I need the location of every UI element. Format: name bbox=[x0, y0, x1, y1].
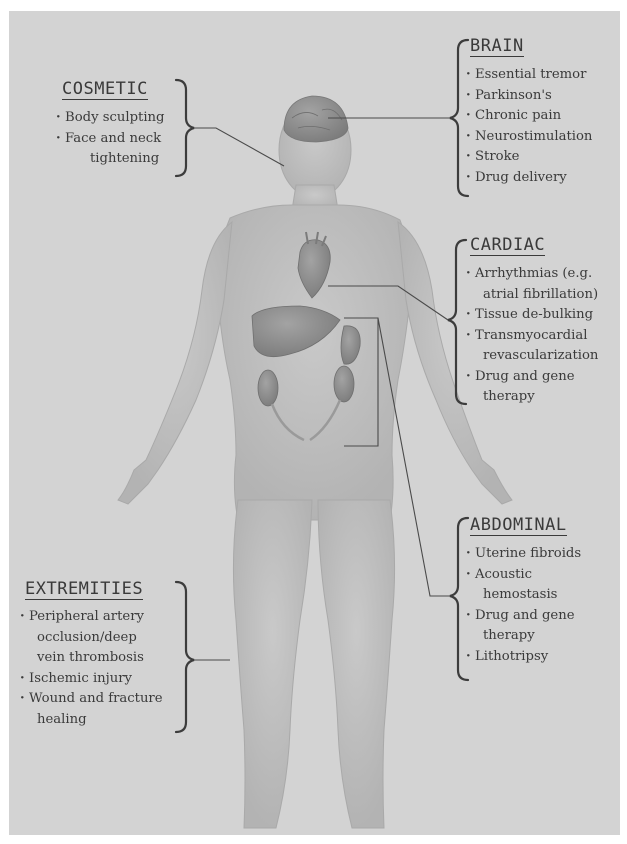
list-item: Peripheral artery bbox=[20, 607, 163, 628]
abdominal-heading: ABDOMINAL bbox=[470, 516, 567, 536]
list-item: Essential tremor bbox=[466, 65, 592, 86]
list-item: therapy bbox=[466, 387, 598, 408]
cardiac-heading: CARDIAC bbox=[470, 236, 545, 256]
cosmetic-bracket bbox=[176, 80, 194, 176]
extremities-bracket bbox=[176, 582, 194, 732]
list-item: hemostasis bbox=[466, 585, 581, 606]
list-item: revascularization bbox=[466, 346, 598, 367]
list-item: Transmyocardial bbox=[466, 326, 598, 347]
human-body bbox=[118, 102, 512, 828]
list-item: Arrhythmias (e.g. bbox=[466, 264, 598, 285]
brain-heading: BRAIN bbox=[470, 37, 524, 57]
abdominal-list: Uterine fibroids Acoustic hemostasis Dru… bbox=[466, 544, 581, 667]
list-item: vein thrombosis bbox=[20, 648, 163, 669]
list-item: tightening bbox=[56, 149, 164, 170]
list-item: Face and neck bbox=[56, 129, 164, 150]
right-kidney bbox=[334, 366, 354, 402]
cosmetic-leader-line bbox=[194, 128, 284, 166]
list-item: Lithotripsy bbox=[466, 647, 581, 668]
right-leg bbox=[318, 500, 395, 828]
extremities-list: Peripheral artery occlusion/deep vein th… bbox=[20, 607, 163, 730]
list-item: Neurostimulation bbox=[466, 127, 592, 148]
list-item: Parkinson's bbox=[466, 86, 592, 107]
list-item: occlusion/deep bbox=[20, 628, 163, 649]
left-kidney bbox=[258, 370, 278, 406]
list-item: Drug and gene bbox=[466, 367, 598, 388]
list-item: Chronic pain bbox=[466, 106, 592, 127]
list-item: Wound and fracture bbox=[20, 689, 163, 710]
cosmetic-list: Body sculpting Face and neck tightening bbox=[56, 108, 164, 170]
list-item: healing bbox=[20, 710, 163, 731]
left-arm bbox=[118, 222, 232, 504]
left-leg bbox=[233, 500, 312, 828]
list-item: Drug delivery bbox=[466, 168, 592, 189]
list-item: Uterine fibroids bbox=[466, 544, 581, 565]
list-item: atrial fibrillation) bbox=[466, 285, 598, 306]
list-item: therapy bbox=[466, 626, 581, 647]
list-item: Drug and gene bbox=[466, 606, 581, 627]
list-item: Acoustic bbox=[466, 565, 581, 586]
cosmetic-heading: COSMETIC bbox=[62, 80, 148, 100]
cardiac-list: Arrhythmias (e.g. atrial fibrillation) T… bbox=[466, 264, 598, 408]
list-item: Tissue de-bulking bbox=[466, 305, 598, 326]
list-item: Stroke bbox=[466, 147, 592, 168]
extremities-heading: EXTREMITIES bbox=[25, 580, 143, 600]
list-item: Body sculpting bbox=[56, 108, 164, 129]
brain-organ bbox=[284, 96, 348, 142]
brain-list: Essential tremor Parkinson's Chronic pai… bbox=[466, 65, 592, 188]
list-item: Ischemic injury bbox=[20, 669, 163, 690]
